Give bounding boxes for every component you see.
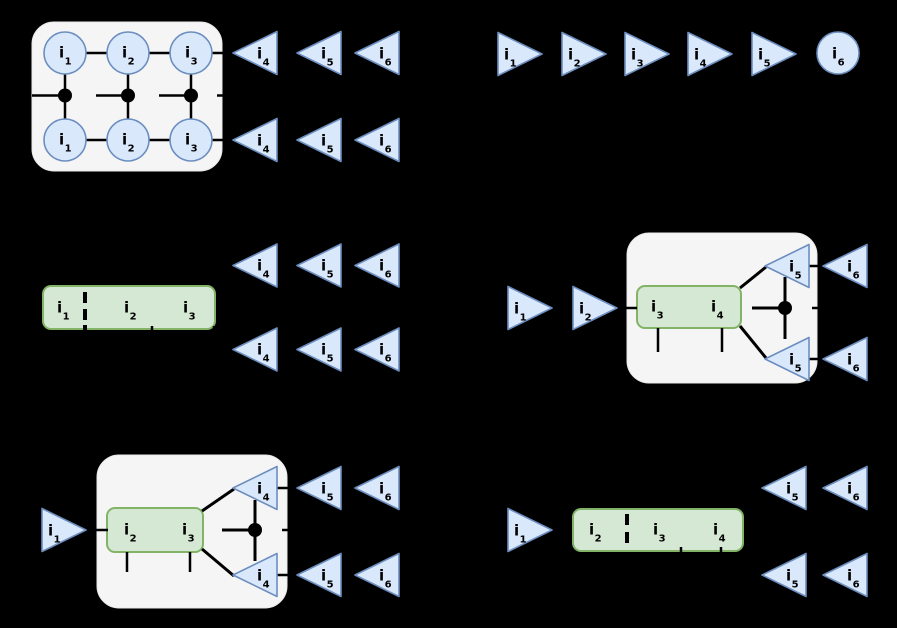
triangle-node-i3 xyxy=(624,31,670,77)
merged-tensor-merged-chain xyxy=(572,508,744,552)
edge-line xyxy=(739,265,767,290)
circle-node-i2 xyxy=(106,31,150,75)
triangle-node-i4 xyxy=(232,327,278,372)
triangle-node-i5 xyxy=(761,552,807,598)
circle-node-i1 xyxy=(43,31,87,75)
triangle-node-i6 xyxy=(354,117,400,163)
triangle-node-i5 xyxy=(764,243,810,289)
triangle-node-i4 xyxy=(232,243,278,288)
merged-tensor-partial-contraction-left xyxy=(106,507,204,553)
triangle-node-i4 xyxy=(232,30,278,76)
edge-line xyxy=(201,547,235,578)
triangle-node-i5 xyxy=(296,465,342,511)
triangle-node-i1 xyxy=(497,31,543,77)
triangle-node-i6 xyxy=(354,552,400,598)
copy-dot xyxy=(184,88,198,103)
triangle-node-i6 xyxy=(354,243,400,288)
circle-node-i6 xyxy=(816,31,860,75)
merged-tensor-merged-row-mps xyxy=(42,285,216,330)
edge-line xyxy=(738,325,768,359)
triangle-node-i5 xyxy=(296,552,342,598)
triangle-node-i4 xyxy=(687,31,733,77)
triangle-node-i6 xyxy=(354,465,400,511)
merged-tensor-partial-contraction-right xyxy=(636,285,742,329)
triangle-node-i6 xyxy=(354,30,400,76)
triangle-node-i6 xyxy=(822,243,868,289)
triangle-node-i6 xyxy=(822,336,868,382)
triangle-node-i1 xyxy=(507,507,553,553)
circle-node-i3 xyxy=(169,118,213,162)
triangle-node-i5 xyxy=(296,117,342,163)
copy-dot xyxy=(248,523,262,537)
triangle-node-i5 xyxy=(751,31,797,77)
triangle-node-i4 xyxy=(232,117,278,163)
triangle-node-i4 xyxy=(232,552,278,598)
triangle-node-i4 xyxy=(232,465,278,511)
triangle-node-i5 xyxy=(296,30,342,76)
triangle-node-i5 xyxy=(296,243,342,288)
triangle-node-i5 xyxy=(764,336,810,382)
copy-dot xyxy=(58,88,72,103)
triangle-node-i2 xyxy=(561,31,607,77)
copy-dot xyxy=(778,301,792,315)
triangle-node-i6 xyxy=(822,552,868,598)
triangle-node-i5 xyxy=(296,327,342,372)
triangle-node-i5 xyxy=(761,465,807,511)
circle-node-i3 xyxy=(169,31,213,75)
triangle-node-i6 xyxy=(822,465,868,511)
edge-line xyxy=(201,487,235,513)
circle-node-i2 xyxy=(106,118,150,162)
triangle-node-i6 xyxy=(354,327,400,372)
triangle-node-i2 xyxy=(572,285,618,331)
circle-node-i1 xyxy=(43,118,87,162)
copy-dot xyxy=(121,88,135,103)
triangle-node-i1 xyxy=(507,285,553,331)
triangle-node-i1 xyxy=(41,507,87,553)
